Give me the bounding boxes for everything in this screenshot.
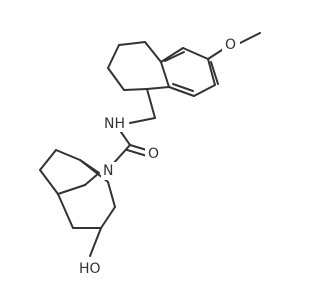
bond-ring-3 xyxy=(107,44,120,69)
bond-aryl-2 xyxy=(193,84,216,97)
bond-layer xyxy=(39,32,261,257)
bond-ring-2 xyxy=(118,41,146,46)
bond-ring-1 xyxy=(144,41,162,63)
bond-nh-carbonyl xyxy=(120,131,131,146)
bond-ring-6 xyxy=(146,86,170,90)
molecule-structure: O NH N O HO xyxy=(39,32,261,277)
bond-ch2-a xyxy=(146,88,156,119)
bond-ring-5 xyxy=(123,88,148,91)
bond-bicyclic-4 xyxy=(39,169,59,195)
bond-carbonyl-n xyxy=(111,144,131,166)
double-bond-aryl-a xyxy=(210,61,219,85)
bond-bicyclic-11 xyxy=(57,193,74,229)
double-bond-aryl-c xyxy=(164,51,185,62)
hydroxyl-label: HO xyxy=(79,261,101,277)
amide-nh-label: NH xyxy=(104,116,125,132)
bond-ring-4 xyxy=(107,67,125,91)
bond-aryl-5 xyxy=(160,47,184,63)
double-bond-aryl-b xyxy=(172,83,194,92)
bond-ch2-b xyxy=(129,117,156,124)
bond-ch3-o xyxy=(239,32,261,44)
bond-carbonyl-o-b xyxy=(126,149,148,157)
bond-aryl-6 xyxy=(182,47,209,60)
methoxy-oxygen-label: O xyxy=(225,37,236,53)
bond-c-oh xyxy=(89,227,102,257)
bond-bicyclic-8 xyxy=(107,181,116,208)
bond-aryl-1 xyxy=(207,58,216,86)
bond-aryl-3 xyxy=(168,86,195,97)
bond-bicyclic-5 xyxy=(57,184,86,195)
bridge-nitrogen-label: N xyxy=(103,163,113,179)
bond-bicyclic-3 xyxy=(39,149,57,171)
bond-bicyclic-6 xyxy=(84,172,100,186)
bond-bicyclic-2 xyxy=(55,149,81,161)
bond-aryl-4 xyxy=(160,61,170,88)
atom-labels: O NH N O HO xyxy=(77,35,240,277)
carbonyl-oxygen-label: O xyxy=(148,146,159,162)
bond-bicyclic-9 xyxy=(100,206,116,229)
